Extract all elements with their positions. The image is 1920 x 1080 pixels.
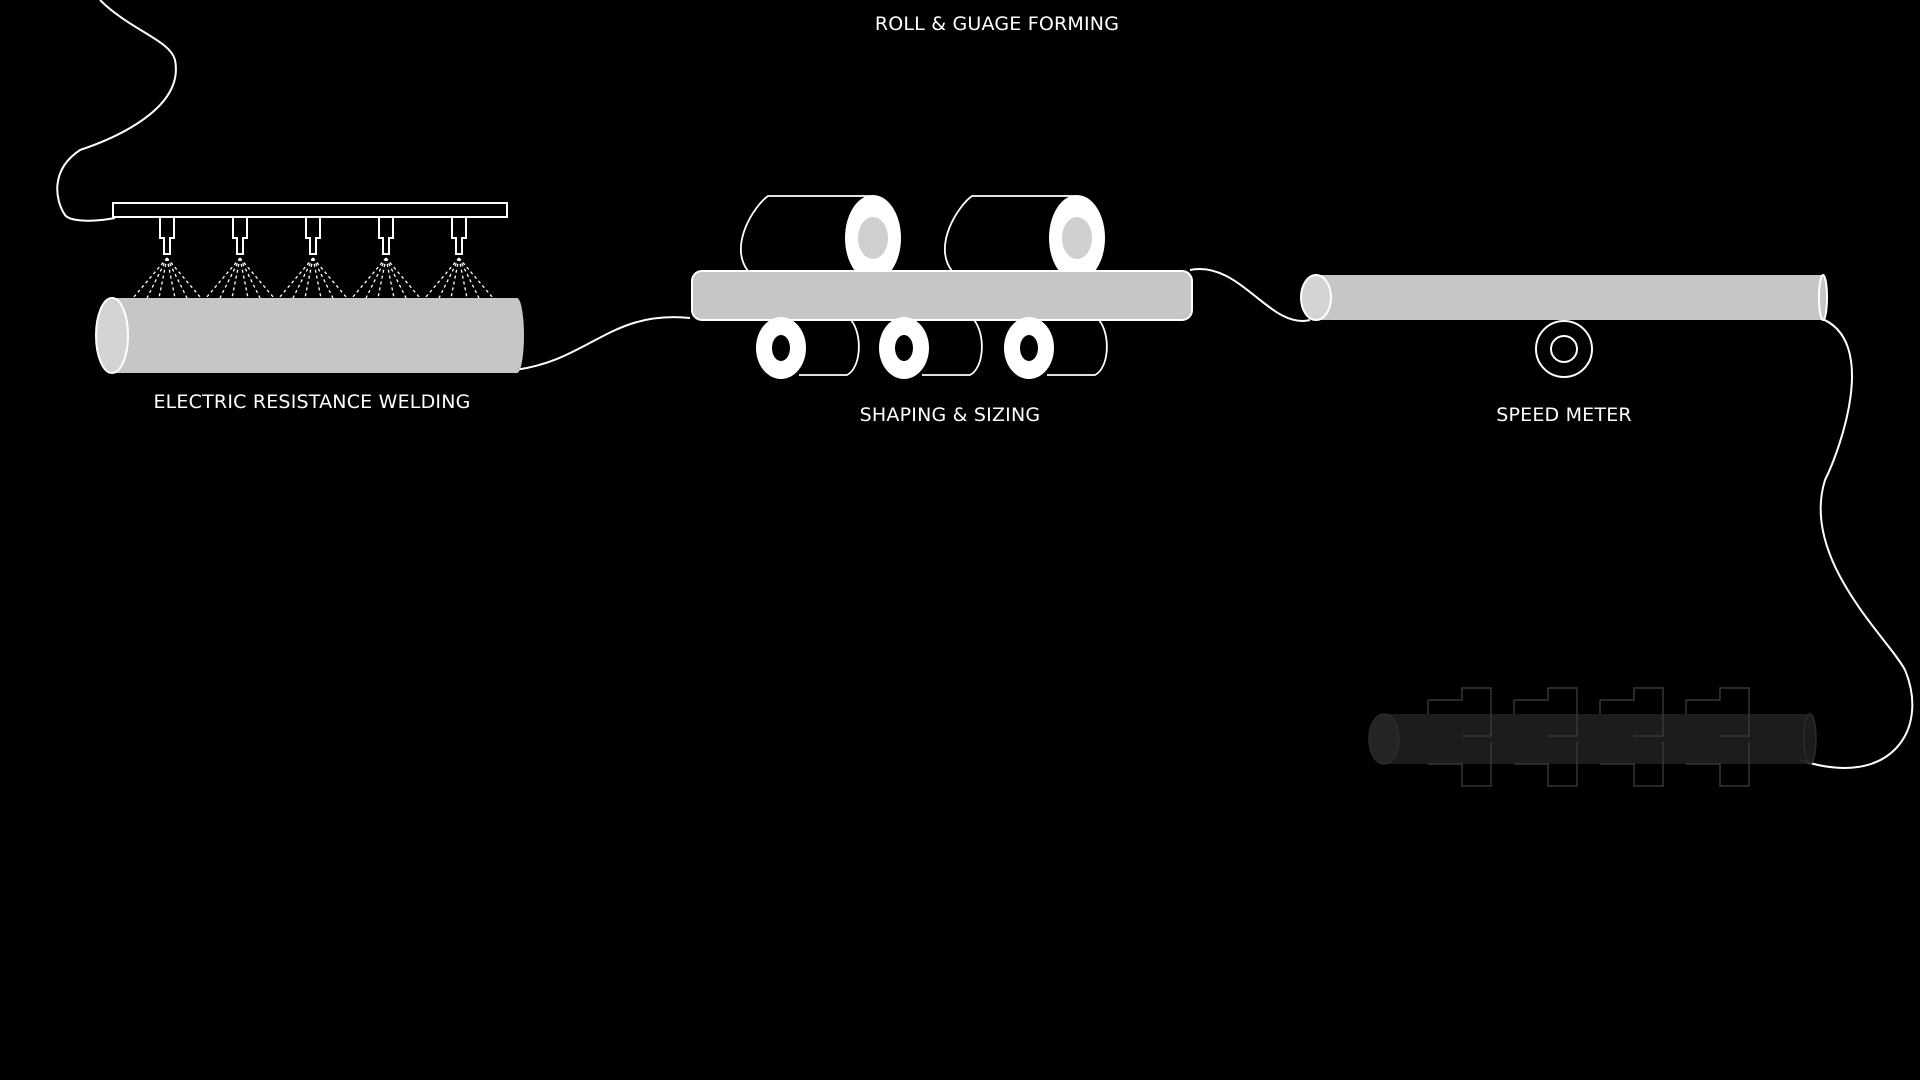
shaping-station <box>691 195 1193 379</box>
cutoff-clamps <box>1427 687 1750 787</box>
cutoff-station <box>1368 687 1817 787</box>
welding-nozzle <box>351 218 421 299</box>
upper-roller <box>740 195 901 281</box>
welding-nozzles <box>132 218 494 299</box>
shaping-to-speed-line <box>1189 268 1311 322</box>
speed-meter-station <box>1300 274 1828 378</box>
speed-meter-label: SPEED METER <box>1496 404 1632 426</box>
cutoff-clamp <box>1685 687 1750 787</box>
cutoff-clamp <box>1599 687 1664 787</box>
cutoff-clamp <box>1513 687 1578 787</box>
spray-lines <box>132 257 202 299</box>
welding-station <box>95 202 524 374</box>
shaping-sizing-label: SHAPING & SIZING <box>859 404 1041 426</box>
connector-lines <box>56 0 1914 769</box>
welding-nozzle <box>278 218 348 299</box>
electric-resistance-welding-label: ELECTRIC RESISTANCE WELDING <box>153 391 471 413</box>
spray-lines <box>205 257 275 299</box>
welding-rail <box>112 202 508 218</box>
upper-rollers <box>740 195 1105 281</box>
upper-roller <box>944 195 1105 281</box>
cutoff-pipe <box>1368 713 1817 765</box>
lower-roller <box>1004 317 1108 379</box>
roll-gauge-forming-label: ROLL & GUAGE FORMING <box>874 13 1120 35</box>
spray-lines <box>351 257 421 299</box>
welding-nozzle <box>132 218 202 299</box>
incoming-strip-line <box>56 0 177 222</box>
speed-to-cutoff-line <box>1799 317 1914 769</box>
shaping-pipe <box>691 270 1193 321</box>
speed-pipe <box>1300 274 1828 321</box>
lower-roller <box>879 317 983 379</box>
spray-lines <box>424 257 494 299</box>
welding-nozzle <box>424 218 494 299</box>
welding-nozzle <box>205 218 275 299</box>
welding-pipe <box>95 297 524 374</box>
lower-rollers <box>756 317 1108 379</box>
welding-to-shaping-line <box>514 316 691 371</box>
speed-meter-wheel <box>1535 320 1593 378</box>
lower-roller <box>756 317 860 379</box>
cutoff-clamp <box>1427 687 1492 787</box>
spray-lines <box>278 257 348 299</box>
